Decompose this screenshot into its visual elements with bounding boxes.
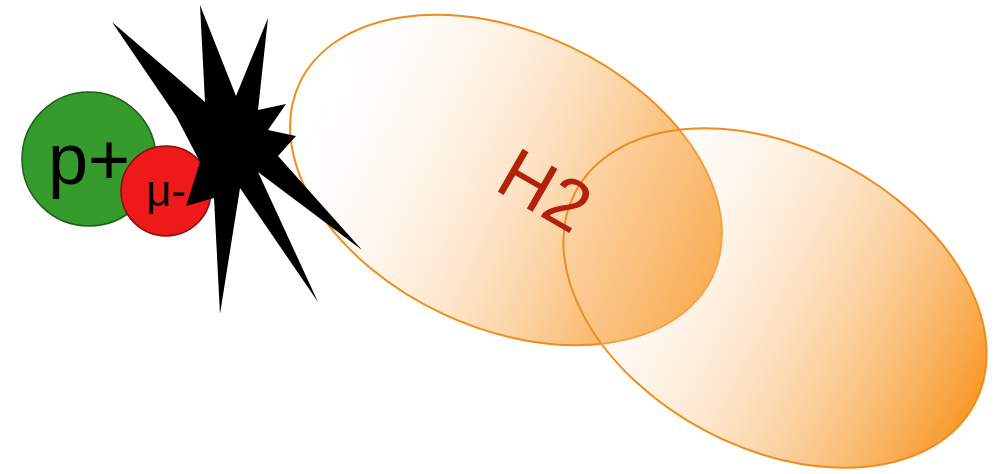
- particle-label: p+: [48, 123, 130, 195]
- starburst-shape: [112, 5, 362, 314]
- atom-orbital: [505, 59, 1003, 474]
- ellipse-outline: [280, 0, 1003, 474]
- hydrogen-molecule: H2: [280, 0, 1003, 474]
- particle-label: μ-: [146, 169, 186, 213]
